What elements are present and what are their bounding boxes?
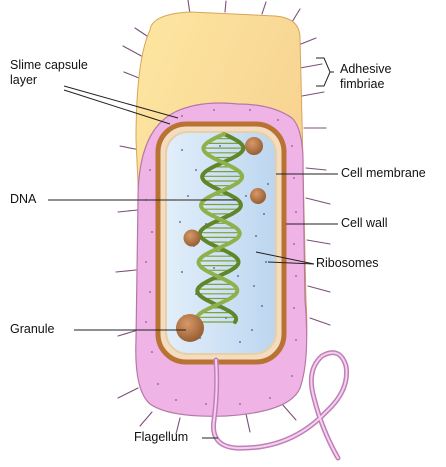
granule (184, 230, 201, 247)
label-cell-wall: Cell wall (341, 216, 388, 231)
label-ribosomes: Ribosomes (316, 256, 379, 271)
granule-large (176, 314, 204, 342)
label-flagellum: Flagellum (134, 430, 188, 445)
granule (245, 137, 263, 155)
label-adhesive-fimbriae: Adhesive fimbriae (340, 62, 391, 92)
label-granule: Granule (10, 322, 54, 337)
label-dna: DNA (10, 192, 36, 207)
granule (250, 188, 266, 204)
label-slime-capsule: Slime capsule layer (10, 58, 88, 88)
label-cell-membrane: Cell membrane (341, 166, 426, 181)
